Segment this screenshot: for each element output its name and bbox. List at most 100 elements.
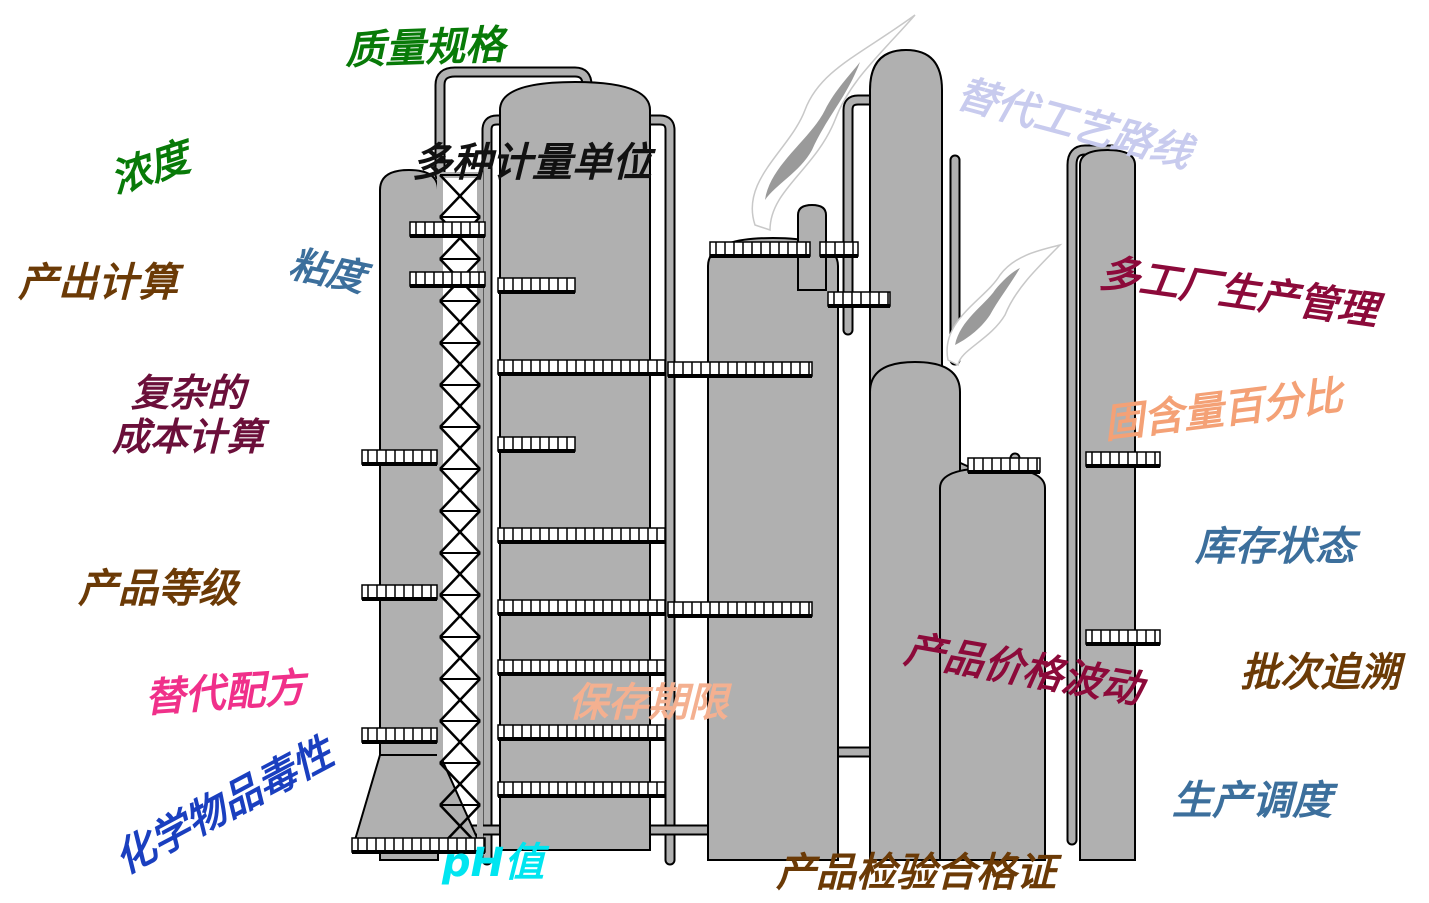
- platform-6-deck: [498, 612, 665, 616]
- label-ph-value: pH值: [442, 840, 545, 886]
- platform-16: [667, 361, 813, 378]
- platform-0-rail: [409, 221, 486, 237]
- platform-18-rail: [827, 291, 891, 307]
- platform-8-rail: [497, 724, 666, 740]
- lattice-brace: [439, 426, 481, 470]
- label-output-calc: 产出计算: [18, 260, 178, 306]
- lattice-brace: [439, 174, 481, 218]
- lattice-brace: [439, 510, 481, 554]
- platform-5-deck: [498, 540, 665, 544]
- pipe-right-top: [1068, 146, 1116, 844]
- platform-7: [497, 659, 666, 676]
- tower-platforms: [351, 221, 1161, 854]
- platform-11-deck: [362, 597, 437, 601]
- platform-17-deck: [668, 614, 812, 618]
- pipe-top-left: [436, 68, 591, 179]
- platform-20: [1085, 451, 1161, 468]
- lattice-brace: [439, 762, 481, 806]
- platform-6-rail: [497, 599, 666, 615]
- platform-10-deck: [362, 462, 437, 466]
- tower-right-slim: [1079, 148, 1136, 861]
- platform-10-rail: [361, 449, 438, 465]
- platform-2-deck: [498, 290, 575, 294]
- smoke-plume-left-core: [765, 62, 860, 200]
- label-shelf-life: 保存期限: [568, 680, 728, 726]
- tower-mid: [707, 236, 839, 861]
- tower-mid-right: [869, 360, 961, 861]
- platform-5-rail: [497, 527, 666, 543]
- smoke-plumes: [751, 14, 1063, 367]
- platform-0: [409, 221, 486, 238]
- label-inspection-cert: 产品检验合格证: [776, 850, 1056, 896]
- platform-16-deck: [668, 374, 812, 378]
- platform-20-deck: [1086, 464, 1160, 468]
- smoke-plume-right: [946, 243, 1063, 367]
- platform-19-rail: [967, 457, 1041, 473]
- platform-1: [409, 271, 486, 288]
- platform-4-deck: [498, 449, 575, 453]
- smoke-plume-left: [751, 14, 916, 232]
- lattice-brace: [439, 720, 481, 764]
- platform-4: [497, 436, 576, 453]
- platform-15: [819, 241, 859, 258]
- platform-12: [361, 727, 438, 744]
- lattice-brace: [439, 552, 481, 596]
- platform-3-rail: [497, 359, 666, 375]
- platform-8-deck: [498, 737, 665, 741]
- lattice-brace: [439, 468, 481, 512]
- platform-11: [361, 584, 438, 601]
- platform-17: [667, 601, 813, 618]
- platform-3: [497, 359, 666, 376]
- platform-9-deck: [498, 794, 665, 798]
- lattice-brace: [439, 594, 481, 638]
- platform-9: [497, 781, 666, 798]
- label-multiple-units: 多种计量单位: [412, 140, 652, 186]
- platform-21: [1085, 629, 1161, 646]
- platform-5: [497, 527, 666, 544]
- platform-3-deck: [498, 372, 665, 376]
- distillation-towers: [353, 48, 1136, 861]
- lattice-brace: [439, 384, 481, 428]
- platform-14: [709, 241, 811, 258]
- platform-14-deck: [710, 254, 810, 258]
- platform-15-deck: [820, 254, 858, 258]
- label-batch-trace: 批次追溯: [1240, 650, 1400, 696]
- lattice-brace: [439, 342, 481, 386]
- platform-19: [967, 457, 1041, 474]
- tower-mid-cap: [797, 203, 827, 291]
- platform-6: [497, 599, 666, 616]
- platform-4-rail: [497, 436, 576, 452]
- platform-1-deck: [410, 284, 485, 288]
- platform-10: [361, 449, 438, 466]
- platform-18-deck: [828, 304, 890, 308]
- platform-21-deck: [1086, 642, 1160, 646]
- platform-13-deck: [352, 850, 485, 854]
- platform-11-rail: [361, 584, 438, 600]
- platform-7-rail: [497, 659, 666, 675]
- lattice-brace: [439, 678, 481, 722]
- smoke-plume-right-core: [955, 268, 1020, 345]
- platform-9-rail: [497, 781, 666, 797]
- label-quality-spec: 质量规格: [344, 22, 506, 74]
- platform-21-rail: [1085, 629, 1161, 645]
- platform-20-rail: [1085, 451, 1161, 467]
- label-production-schedule: 生产调度: [1172, 778, 1332, 824]
- platform-7-deck: [498, 672, 665, 676]
- platform-12-rail: [361, 727, 438, 743]
- lattice-brace: [439, 636, 481, 680]
- platform-13: [351, 837, 486, 854]
- platform-0-deck: [410, 234, 485, 238]
- platform-19-deck: [968, 470, 1040, 474]
- label-inventory-status: 库存状态: [1195, 524, 1355, 570]
- platform-2: [497, 277, 576, 294]
- platform-2-rail: [497, 277, 576, 293]
- label-complex-cost: 复杂的 成本计算: [112, 371, 265, 459]
- platform-8: [497, 724, 666, 741]
- tower-main: [499, 80, 651, 851]
- platform-18: [827, 291, 891, 308]
- label-product-grade: 产品等级: [78, 566, 238, 612]
- lattice-brace: [439, 300, 481, 344]
- platform-1-rail: [409, 271, 486, 287]
- platform-12-deck: [362, 740, 437, 744]
